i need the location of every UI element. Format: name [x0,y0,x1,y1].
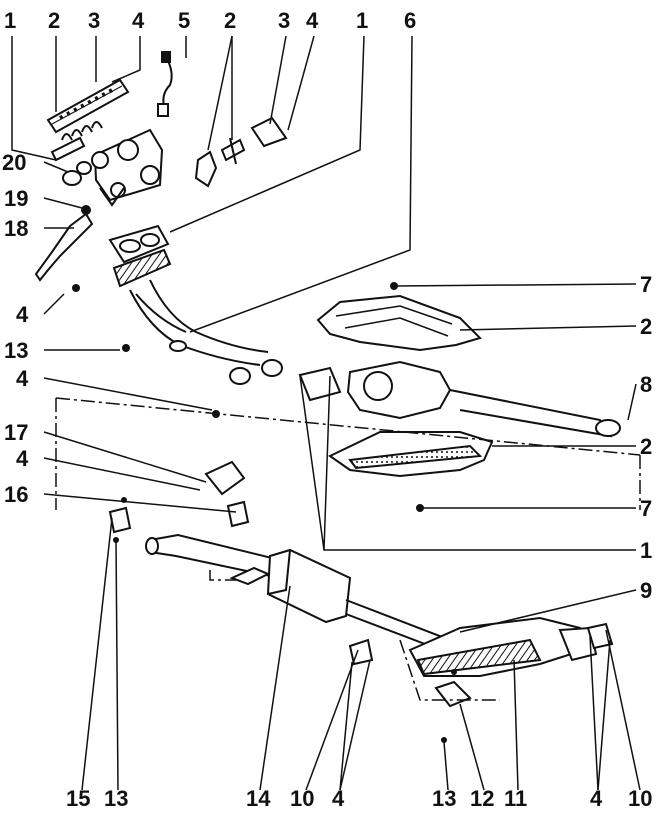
callout-4: 4 [16,302,29,327]
callout-11: 11 [504,786,527,811]
callout-13: 13 [4,338,28,363]
callout-7: 7 [640,496,652,521]
callout-7: 7 [640,272,652,297]
callout-labels: 1 2 3 4 5 2 3 4 1 6 20 19 18 4 13 4 17 4… [2,8,652,811]
callout-12: 12 [470,786,494,811]
callout-4: 4 [16,366,29,391]
sensor-wire [157,51,173,117]
callout-1: 1 [640,538,652,563]
callout-4: 4 [590,786,603,811]
exhaust-manifold [91,128,164,207]
callout-4: 4 [16,446,29,471]
callout-13: 13 [432,786,456,811]
callout-3: 3 [278,8,290,33]
callout-13: 13 [104,786,128,811]
callout-5: 5 [178,8,190,33]
callout-17: 17 [4,420,28,445]
callout-1: 1 [4,8,16,33]
leader-lines [11,35,641,791]
mounting-rubber [34,212,94,282]
rear-muffler [408,616,598,677]
catalytic-converter [229,359,621,438]
callout-3: 3 [88,8,100,33]
callout-10: 10 [628,786,652,811]
callout-15: 15 [66,786,90,811]
center-muffler [229,548,352,624]
callout-14: 14 [246,786,271,811]
callout-20: 20 [2,150,26,175]
callout-8: 8 [640,372,652,397]
gaskets-manifold [50,121,103,186]
clamps-and-brackets [108,460,614,708]
callout-19: 19 [4,186,28,211]
heat-shield-upper-right [316,294,482,352]
callout-6: 6 [404,8,416,33]
callout-2: 2 [640,434,652,459]
front-pipe [129,279,269,366]
callout-2: 2 [48,8,60,33]
callout-18: 18 [4,216,28,241]
callout-2: 2 [640,314,652,339]
callout-4: 4 [332,786,345,811]
callout-1: 1 [356,8,368,33]
callout-16: 16 [4,482,28,507]
callout-4: 4 [306,8,319,33]
brackets-upper-middle [194,116,288,188]
callout-10: 10 [290,786,314,811]
callout-4: 4 [132,8,145,33]
callout-9: 9 [640,578,652,603]
intermediate-pipe [145,533,281,580]
heat-shield-upper-left [46,78,130,134]
front-pipe-flange [108,224,172,288]
callout-2: 2 [224,8,236,33]
heat-shield-lower-right [328,431,494,478]
